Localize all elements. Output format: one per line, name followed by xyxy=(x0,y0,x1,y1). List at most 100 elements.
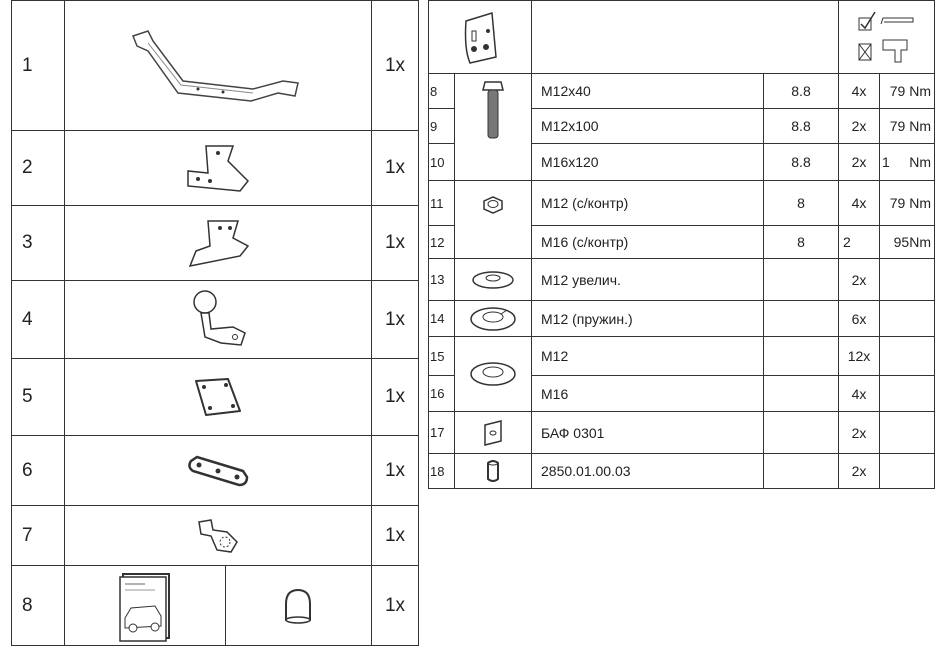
ball-cap-icon xyxy=(285,588,312,624)
part-description: M16 xyxy=(531,375,764,412)
table-row: 4 1x xyxy=(11,280,419,359)
quantity: 2x xyxy=(838,258,880,301)
torque-value: 95Nm xyxy=(879,225,935,259)
row-number: 12 xyxy=(428,225,455,259)
row-number: 10 xyxy=(428,143,455,181)
strength-grade xyxy=(763,336,839,376)
part-description: M16x120 xyxy=(531,143,764,181)
header-blank xyxy=(531,0,839,74)
part-image-cell xyxy=(63,205,373,281)
torque-value xyxy=(879,411,935,454)
table-row: 14 M12 (пружин.) 6x xyxy=(428,300,935,337)
table-row: 6 1x xyxy=(11,435,419,506)
quantity: 1x xyxy=(371,358,419,436)
table-row: 5 1x xyxy=(11,358,419,436)
spring-washer-icon xyxy=(470,306,516,331)
part-description: M16 (с/контр) xyxy=(531,225,764,259)
part-image-cell xyxy=(63,565,226,646)
check-wrench-icon xyxy=(858,11,913,31)
washer-icon xyxy=(470,362,516,386)
part-image-cell xyxy=(454,73,532,181)
part-image-cell xyxy=(63,435,373,506)
row-number: 3 xyxy=(11,205,65,281)
square-washer-icon xyxy=(484,419,502,446)
nut-icon xyxy=(483,196,503,214)
tow-bar-crossbeam-icon xyxy=(131,29,299,102)
torque-value xyxy=(879,453,935,489)
row-number: 8 xyxy=(11,565,65,646)
quantity: 4x xyxy=(838,375,880,412)
strength-grade: 8 xyxy=(763,180,839,226)
strength-grade xyxy=(763,300,839,337)
hardware-table: 8 M12x40 8.8 4x 79 Nm 9 M12x100 8.8 2x 7… xyxy=(428,0,935,489)
strength-grade: 8.8 xyxy=(763,143,839,181)
table-row: 2 1x xyxy=(11,130,419,206)
part-image-cell xyxy=(454,180,532,259)
manual-icon xyxy=(118,572,170,642)
quantity: 1x xyxy=(371,280,419,359)
quantity: 6x xyxy=(838,300,880,337)
part-image-cell xyxy=(454,258,532,301)
row-number: 4 xyxy=(11,280,65,359)
quantity: 1x xyxy=(371,505,419,566)
strength-grade xyxy=(763,411,839,454)
table-row: 15 M12 12x xyxy=(428,336,935,412)
socket-bracket-icon xyxy=(197,518,238,553)
part-image-cell xyxy=(454,336,532,412)
parts-table-main: 1 1x 2 1x 3 1x 4 1x 5 1x 6 1x 7 1x 8 1x xyxy=(11,0,419,646)
row-number: 1 xyxy=(11,0,65,131)
quantity: 1x xyxy=(371,435,419,506)
bracket-right-icon xyxy=(188,219,249,267)
part-description: M12 (с/контр) xyxy=(531,180,764,226)
torque-value: 79 Nm xyxy=(879,73,935,109)
strength-grade xyxy=(763,258,839,301)
strength-grade xyxy=(763,453,839,489)
row-number: 17 xyxy=(428,411,455,454)
strip-plate-icon xyxy=(187,455,249,487)
table-row: 17 БАФ 0301 2x xyxy=(428,411,935,454)
table-row: 7 1x xyxy=(11,505,419,566)
part-description: 2850.01.00.03 xyxy=(531,453,764,489)
torque-value: 79 Nm xyxy=(879,180,935,226)
row-number: 2 xyxy=(11,130,65,206)
plate-icon xyxy=(194,377,241,416)
row-number: 7 xyxy=(11,505,65,566)
torque-value xyxy=(879,300,935,337)
part-image-cell xyxy=(63,130,373,206)
quantity: 12x xyxy=(838,336,880,376)
quantity: 1x xyxy=(371,130,419,206)
table-row: 11 M12 (с/контр) 8 4x 79 Nm xyxy=(428,180,935,259)
part-image-cell xyxy=(454,453,532,489)
strength-grade: 8.8 xyxy=(763,108,839,144)
table-row: 10 M16x120 8.8 2x 1 Nm xyxy=(428,143,935,181)
table-row: 16 M16 4x xyxy=(428,375,935,412)
quantity: 1x xyxy=(371,565,419,646)
table-row: 13 M12 увелич. 2x xyxy=(428,258,935,301)
part-image-cell xyxy=(454,300,532,337)
table-row: 1 1x xyxy=(11,0,419,131)
quantity: 2x xyxy=(838,411,880,454)
torque-value xyxy=(879,336,935,376)
strength-grade xyxy=(763,375,839,412)
part-description: M12x40 xyxy=(531,73,764,109)
hardware-bag-icon xyxy=(464,12,497,64)
quantity: 2x xyxy=(838,453,880,489)
quantity: 1x xyxy=(371,205,419,281)
bolt-icon xyxy=(482,81,504,139)
quantity: 2x xyxy=(838,108,880,144)
part-description: БАФ 0301 xyxy=(531,411,764,454)
quantity: 2 xyxy=(838,225,880,259)
part-image-cell xyxy=(224,565,373,646)
spacer-sleeve-icon xyxy=(487,460,499,482)
torque-value xyxy=(879,258,935,301)
quantity: 4x xyxy=(838,73,880,109)
part-description: M12 xyxy=(531,336,764,376)
row-number: 15 xyxy=(428,336,455,376)
part-description: M12 увелич. xyxy=(531,258,764,301)
part-image-cell xyxy=(63,0,373,131)
quantity: 2x xyxy=(838,143,880,181)
large-washer-icon xyxy=(472,270,514,289)
row-number: 6 xyxy=(11,435,65,506)
strength-grade: 8.8 xyxy=(763,73,839,109)
torque-value xyxy=(879,375,935,412)
